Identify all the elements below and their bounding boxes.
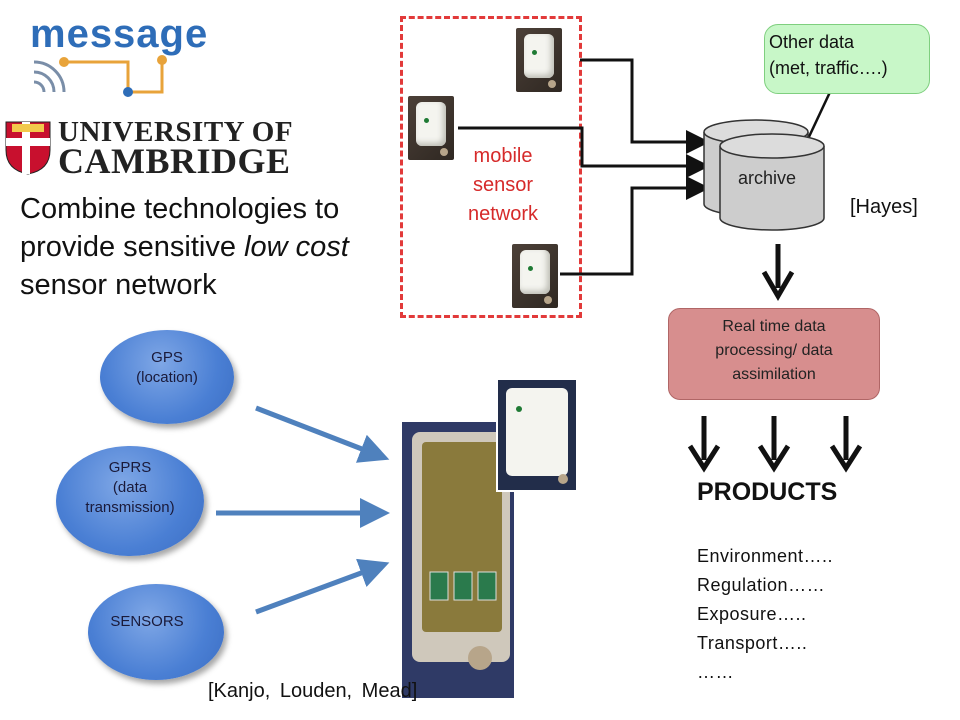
product-item: Regulation…… [697,575,826,595]
gps-sublabel: (location) [136,369,198,386]
processing-line1: Real time data [722,318,826,335]
message-logo: message [30,12,208,57]
gprs-label: GPRS [108,459,152,476]
connector-middle [458,126,710,178]
archive-database-icon [703,119,825,231]
hayes-citation: [Hayes] [850,196,918,218]
other-data-box: Other data (met, traffic….) [764,24,930,94]
sensor-photo-top [516,28,562,92]
sensor-board-photo [402,422,514,698]
product-item: Environment….. [697,546,834,566]
signal-icon [33,55,167,97]
kanjo-citation: [Kanjo, Louden, Mead] [208,680,418,702]
cambridge-crest-icon [5,121,51,175]
gprs-sublabel-1: (data [112,479,148,496]
gprs-circle: GPRS (data transmission) [56,446,204,556]
blue-arrow-gps [255,405,390,463]
connector-top [580,58,710,154]
mobile-network-label: mobile sensor network [448,142,558,229]
cambridge-wordmark: UNIVERSITY OF CAMBRIDGE [58,116,294,181]
gps-label: GPS [151,349,183,366]
mobile-network-line1: mobile [473,145,533,167]
product-item: Transport….. [697,633,808,653]
products-title: PRODUCTS [697,478,838,506]
cambridge-line2: CAMBRIDGE [58,141,291,181]
headline-italic: low cost [244,231,349,263]
other-data-line2: (met, traffic….) [769,58,888,78]
sensor-photo-middle [408,96,454,160]
headline: Combine technologies to provide sensitiv… [20,190,400,304]
mobile-network-line2: sensor [472,174,534,196]
other-data-line1: Other data [769,32,855,52]
product-item: Exposure….. [697,604,807,624]
product-item: …… [697,662,734,682]
headline-part1: Combine technologies to provide sensitiv… [20,193,340,263]
connector-bottom [560,176,710,276]
blue-arrow-sensors [255,558,390,615]
cambridge-line1: UNIVERSITY OF [58,116,294,148]
sensors-label: SENSORS [110,613,184,630]
archive-label: archive [738,168,797,188]
sensors-circle: SENSORS [88,584,224,680]
products-list: Environment….. Regulation…… Exposure….. … [697,542,833,687]
gprs-sublabel-2: transmission) [85,499,175,516]
processing-line2: processing/ data [715,342,833,359]
mobile-network-line3: network [467,203,539,225]
processing-line3: assimilation [732,366,816,383]
sensor-photo-bottom [512,244,558,308]
message-logo-text: message [30,12,209,56]
sensor-device-photo [496,378,578,492]
processing-box: Real time data processing/ data assimila… [668,308,880,400]
gps-circle: GPS (location) [100,330,234,424]
headline-part2: sensor network [20,269,217,301]
